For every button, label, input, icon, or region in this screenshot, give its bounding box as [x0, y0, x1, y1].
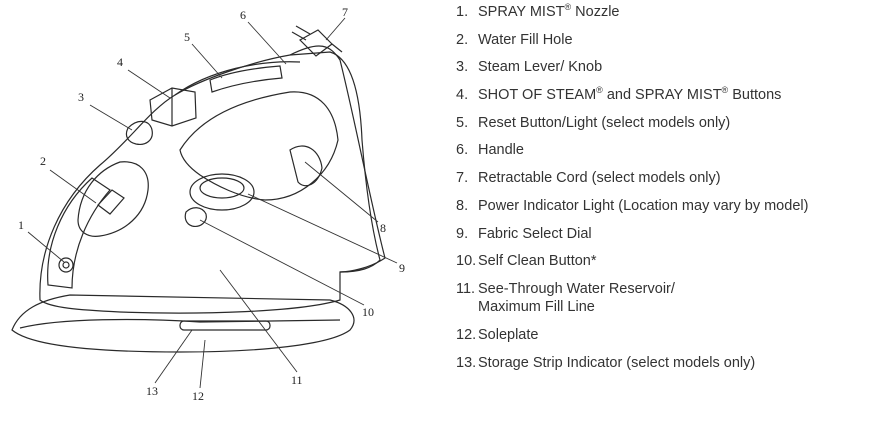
part-item-13: 13.Storage Strip Indicator (select model…	[456, 354, 756, 371]
part-item-10: 10.Self Clean Button*	[456, 253, 597, 270]
part-item-2: 2.Water Fill Hole	[456, 31, 573, 48]
callout-1: 1	[18, 218, 24, 232]
handle-opening	[179, 91, 339, 201]
part-item-12: 12.Soleplate	[456, 326, 539, 343]
callout-10: 10	[362, 305, 374, 319]
callout-4: 4	[117, 55, 123, 69]
part-item-9: 9.Fabric Select Dial	[456, 225, 592, 242]
part-item-3: 3.Steam Lever/ Knob	[456, 59, 603, 76]
part-item-8: 8.Power Indicator Light (Location may va…	[456, 197, 809, 214]
callout-6: 6	[240, 8, 246, 22]
callout-7: 7	[342, 5, 348, 19]
part-item-11: 11.See-Through Water Reservoir/Maximum F…	[456, 280, 675, 315]
callout-9: 9	[399, 261, 405, 275]
part-item-7: 7.Retractable Cord (select models only)	[456, 170, 721, 187]
callout-11: 11	[291, 373, 303, 387]
soleplate-shape	[11, 294, 355, 353]
callout-12: 12	[192, 389, 204, 403]
part-item-6: 6.Handle	[456, 142, 524, 159]
callout-8: 8	[380, 221, 386, 235]
part-item-5: 5.Reset Button/Light (select models only…	[456, 114, 731, 131]
front-band	[47, 177, 111, 289]
part-item-4: 4.SHOT OF STEAM® and SPRAY MIST® Buttons	[456, 85, 782, 104]
iron-illustration: Storage Strip	[11, 25, 386, 353]
part-item-1: 1.SPRAY MIST® Nozzle	[456, 2, 620, 20]
callout-5: 5	[184, 30, 190, 44]
steam-knob-shape	[125, 120, 153, 145]
callout-3: 3	[78, 90, 84, 104]
callout-13: 13	[146, 384, 158, 398]
callout-numbers: 1 2 3 4 5 6 7 8 9 10 11 12 13	[18, 5, 405, 403]
iron-body-shape	[39, 51, 381, 314]
steam-buttons-shape	[149, 87, 197, 127]
leader-lines	[27, 17, 398, 389]
self-clean-shape	[184, 207, 207, 227]
fill-panel	[77, 161, 149, 237]
spray-nozzle-shape	[58, 257, 74, 273]
parts-list: 1.SPRAY MIST® Nozzle 2.Water Fill Hole 3…	[456, 0, 884, 378]
storage-strip-shape	[179, 320, 271, 331]
storage-strip-label: Storage Strip	[209, 324, 241, 330]
fabric-dial-shape	[189, 173, 255, 211]
callout-2: 2	[40, 154, 46, 168]
